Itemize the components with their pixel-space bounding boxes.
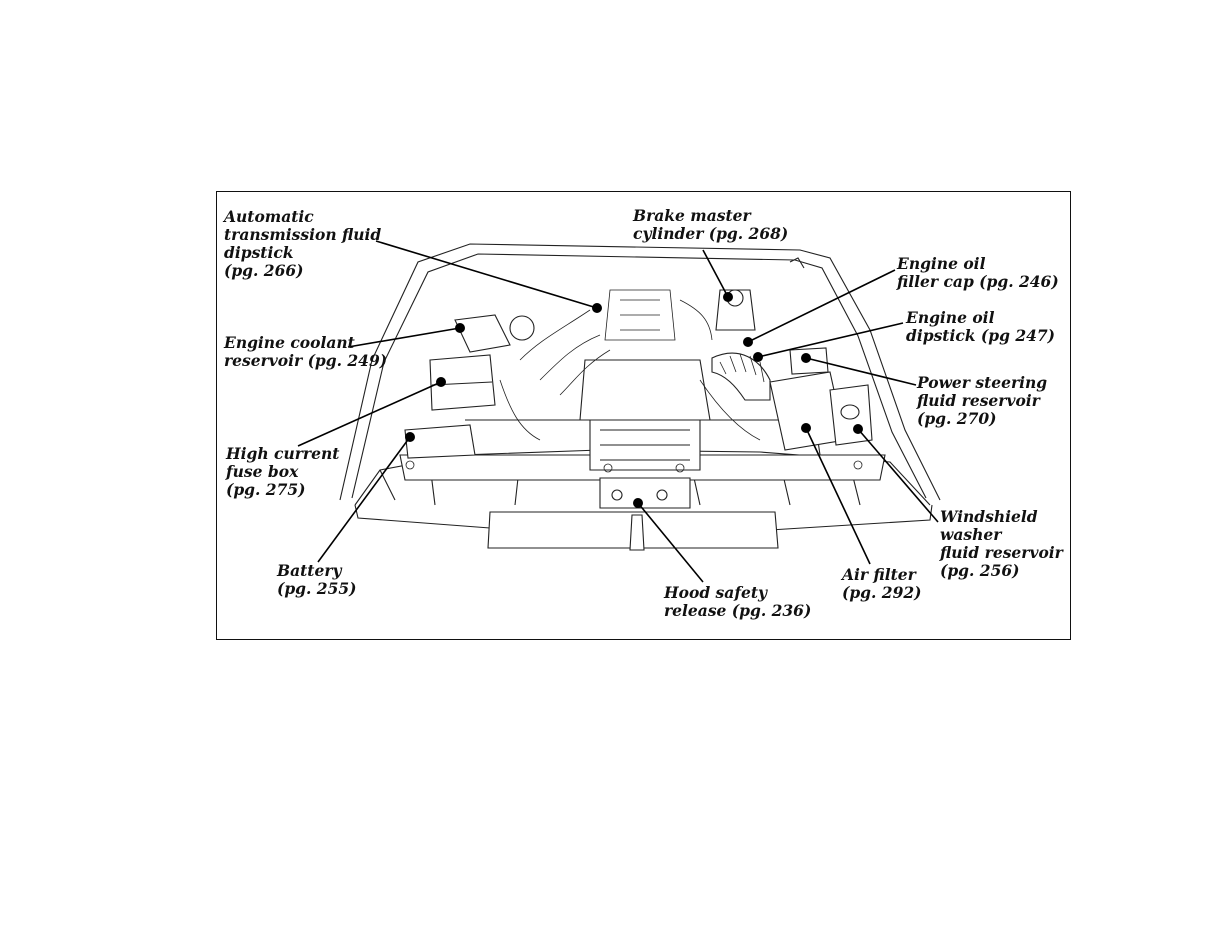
label-washer-reservoir: Windshield washer fluid reservoir (pg. 2… — [940, 507, 1063, 580]
leader-washer — [857, 428, 939, 523]
dot-brake-master — [723, 292, 733, 302]
dot-oil-dipstick — [753, 352, 763, 362]
label-oil-filler: Engine oil filler cap (pg. 246) — [897, 254, 1059, 291]
leader-fuse-box — [297, 381, 442, 447]
car-body-outline — [339, 243, 941, 551]
leader-oil-filler — [747, 269, 896, 343]
leader-hood-release — [637, 502, 704, 583]
leader-air-filter — [805, 427, 871, 565]
leader-atf-dipstick — [375, 240, 598, 309]
label-battery: Battery (pg. 255) — [277, 561, 357, 598]
leader-battery — [317, 436, 411, 563]
callout-dots — [405, 292, 863, 508]
dot-atf-dipstick — [592, 303, 602, 313]
leader-power-steering — [805, 357, 917, 386]
leader-coolant — [347, 327, 461, 348]
dot-fuse-box — [436, 377, 446, 387]
dot-battery — [405, 432, 415, 442]
dot-coolant — [455, 323, 465, 333]
dot-hood-release — [633, 498, 643, 508]
label-hood-release: Hood safety release (pg. 236) — [664, 583, 812, 620]
dot-air-filter — [801, 423, 811, 433]
label-power-steering: Power steering fluid reservoir (pg. 270) — [917, 373, 1048, 428]
dot-power-steering — [801, 353, 811, 363]
leader-oil-dipstick — [757, 322, 904, 358]
dot-washer — [853, 424, 863, 434]
label-coolant-reservoir: Engine coolant reservoir (pg. 249) — [224, 333, 388, 370]
leader-lines — [297, 240, 939, 583]
leader-brake-master — [702, 249, 729, 298]
label-atf-dipstick: Automatic transmission fluid dipstick (p… — [224, 207, 382, 280]
label-fuse-box: High current fuse box (pg. 275) — [226, 444, 340, 499]
dot-oil-filler — [743, 337, 753, 347]
label-brake-master: Brake master cylinder (pg. 268) — [633, 206, 789, 243]
label-oil-dipstick: Engine oil dipstick (pg 247) — [906, 308, 1056, 345]
label-air-filter: Air filter (pg. 292) — [842, 565, 922, 602]
